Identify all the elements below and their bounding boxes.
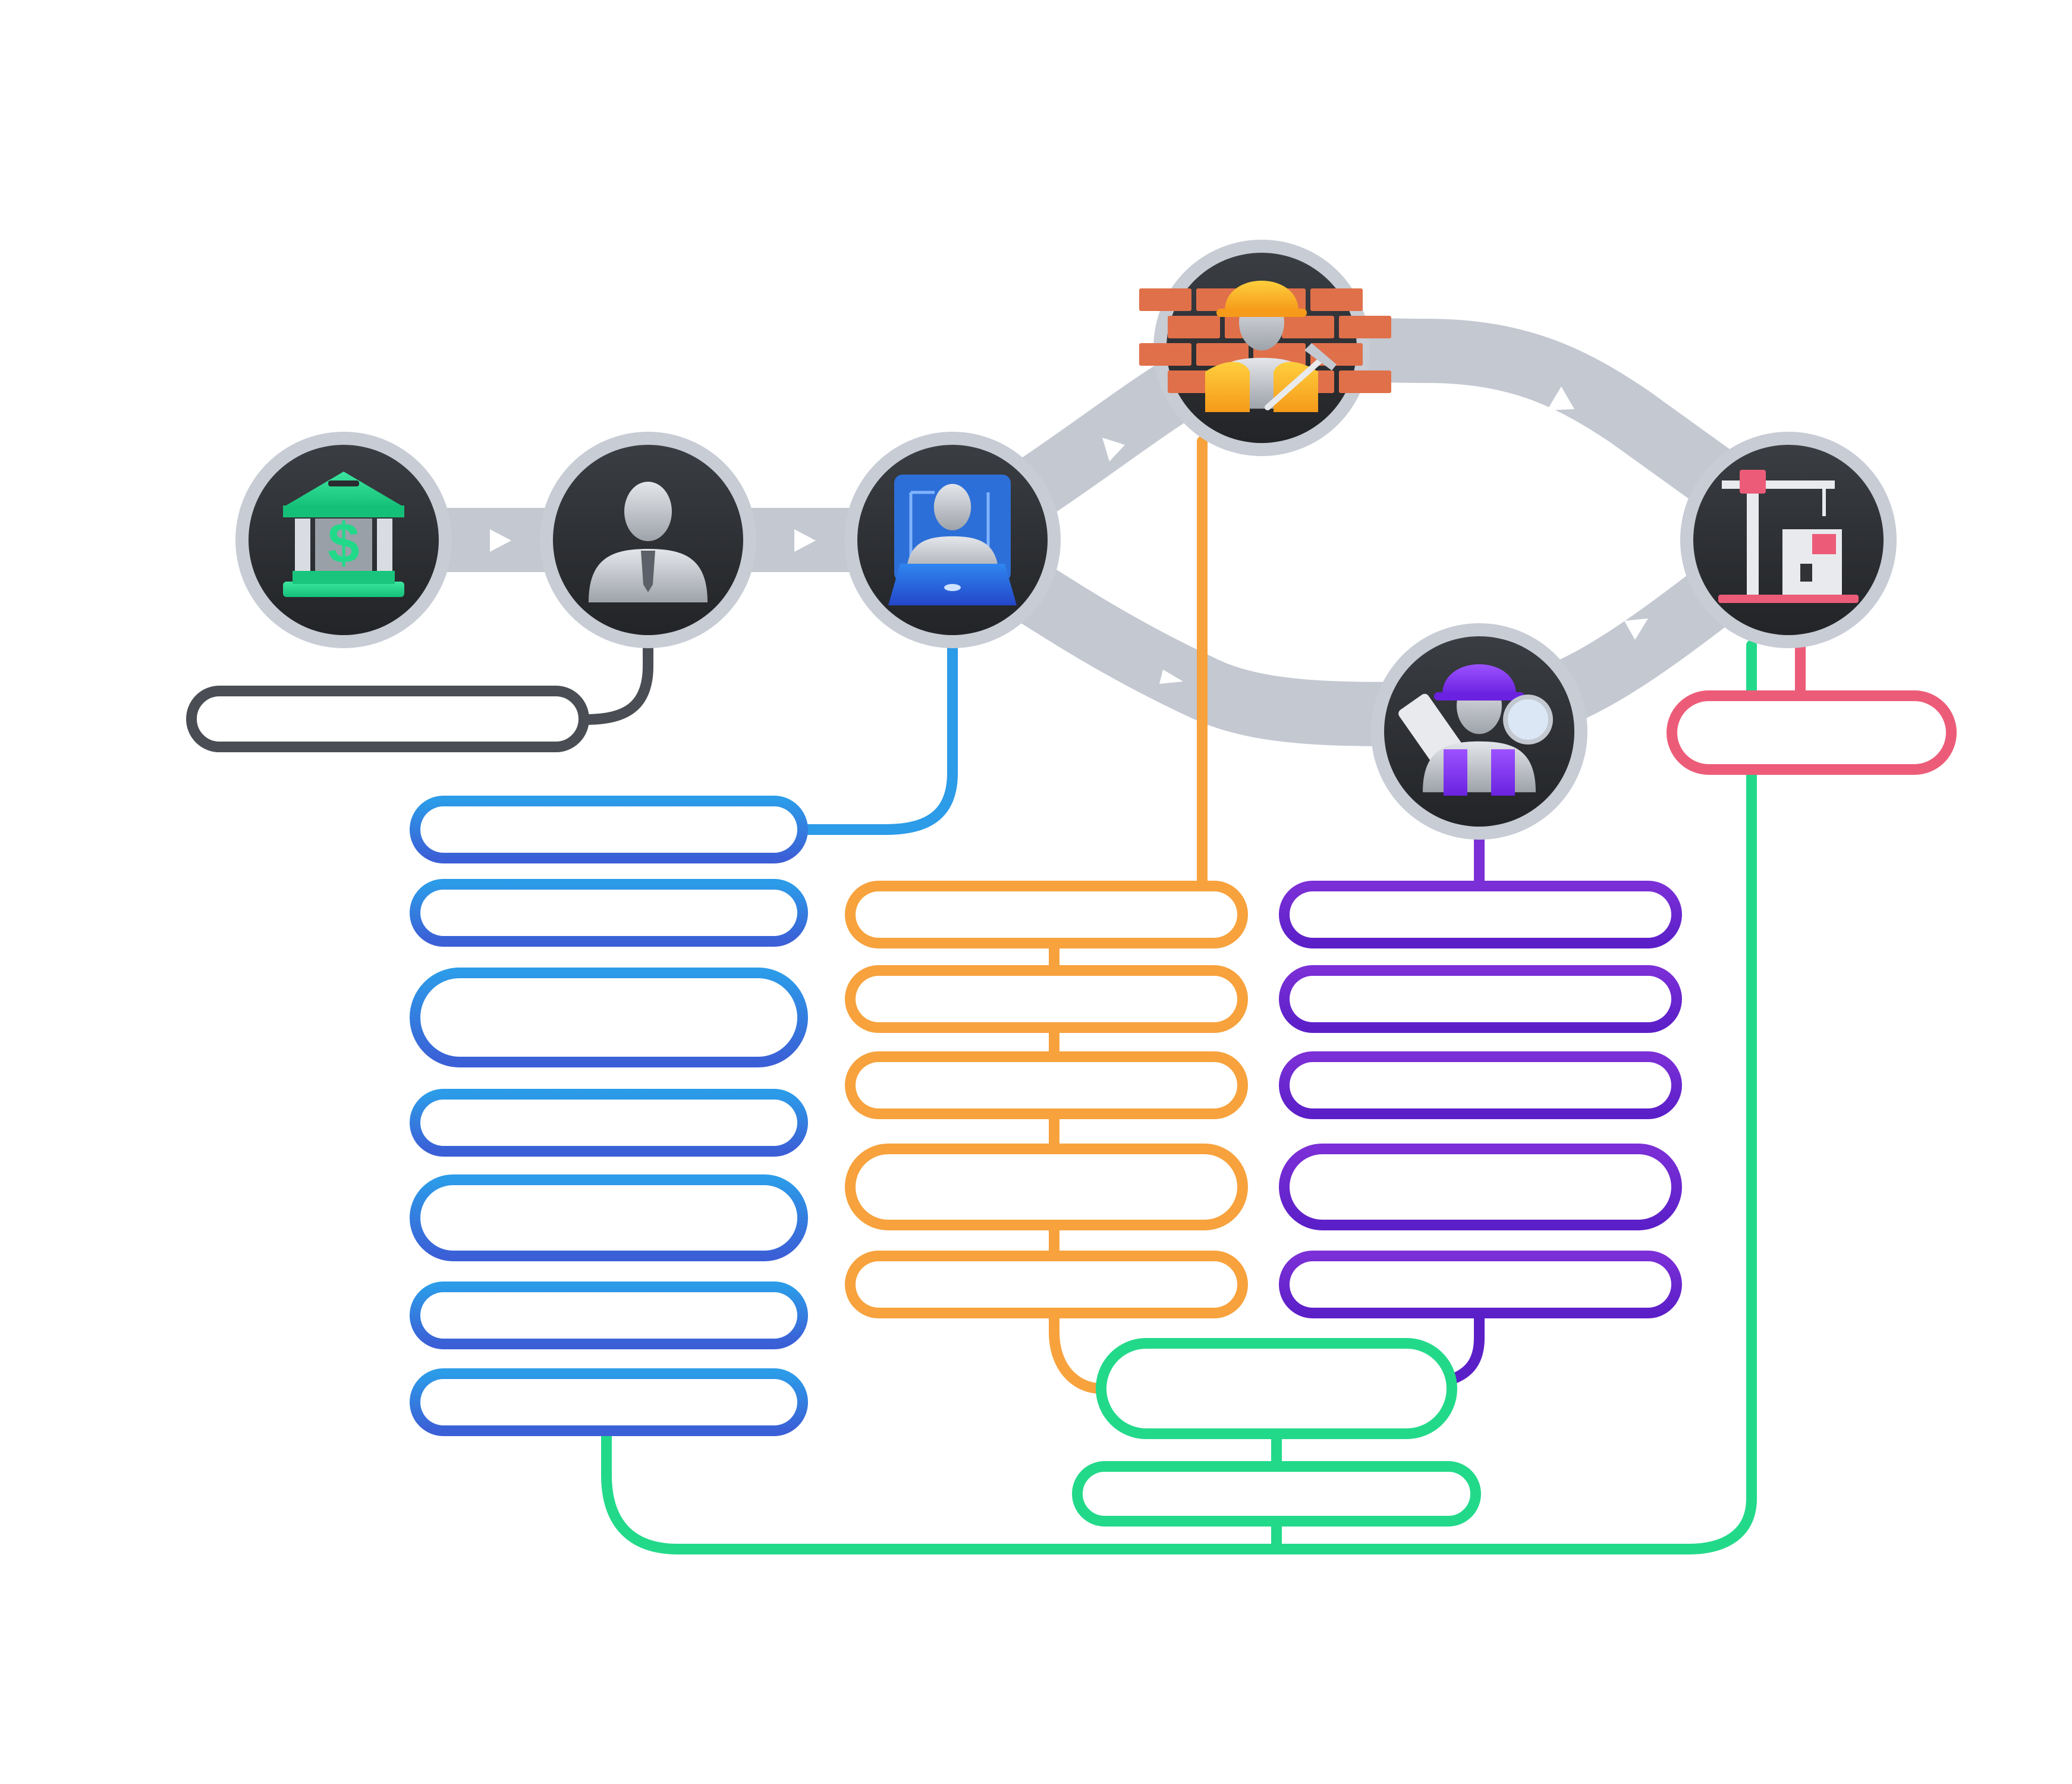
crane-cab bbox=[1740, 470, 1766, 494]
businessman-icon bbox=[589, 482, 708, 602]
tie bbox=[641, 551, 655, 592]
final-list-item bbox=[1096, 1338, 1457, 1439]
architect-list-item bbox=[410, 1174, 808, 1261]
bank-step bbox=[293, 571, 395, 584]
client-text-box bbox=[186, 686, 589, 752]
node-architect[interactable] bbox=[844, 432, 1061, 648]
brick bbox=[1168, 316, 1220, 338]
builder-list-item bbox=[845, 1051, 1248, 1119]
bank-dollar-icon: $ bbox=[283, 472, 404, 597]
brick bbox=[1339, 370, 1391, 393]
connector-client bbox=[580, 637, 653, 725]
connector-purple-green bbox=[1445, 1303, 1485, 1385]
magnifier-lens bbox=[1503, 695, 1553, 745]
brick bbox=[1339, 316, 1391, 338]
inspector-list-item bbox=[1279, 1051, 1682, 1119]
safety-vest-left bbox=[1205, 362, 1250, 412]
client-box-group bbox=[186, 686, 589, 752]
architect-list-item bbox=[410, 1089, 808, 1157]
hammer-handle bbox=[1265, 357, 1324, 410]
architect-list bbox=[410, 796, 808, 1436]
node-inspector[interactable] bbox=[1371, 623, 1587, 840]
brick bbox=[1139, 343, 1191, 366]
connectors bbox=[580, 436, 1806, 1554]
bank-beam bbox=[283, 505, 404, 517]
arrow-up-right bbox=[1547, 387, 1574, 410]
builder-list-item bbox=[845, 881, 1248, 948]
inspector-list-item bbox=[1279, 965, 1682, 1033]
bank-pillar bbox=[295, 519, 310, 571]
connector-architect bbox=[798, 642, 958, 835]
brick bbox=[1139, 288, 1191, 311]
inspector-list-item bbox=[1279, 1251, 1682, 1318]
laptop-logo bbox=[944, 584, 961, 591]
architect-list-item bbox=[410, 1282, 808, 1349]
ground-line bbox=[1718, 595, 1859, 603]
bank-base bbox=[283, 582, 404, 597]
track-lower-branch bbox=[920, 508, 1810, 746]
connector-orange-green bbox=[1049, 1303, 1106, 1394]
final-list-item bbox=[1072, 1461, 1481, 1527]
inspector-vest bbox=[1444, 749, 1515, 796]
node-client[interactable] bbox=[540, 432, 756, 648]
arrow-up-left bbox=[1102, 438, 1125, 461]
construction-worker-icon bbox=[1139, 281, 1391, 412]
brick bbox=[1196, 343, 1249, 366]
architect-list-item bbox=[410, 968, 808, 1067]
inspector-list-item bbox=[1279, 881, 1682, 948]
hard-hat-purple bbox=[1442, 664, 1516, 695]
arrow-down-left bbox=[1159, 670, 1183, 684]
text-box-groups bbox=[186, 686, 1957, 1527]
builder-list-item bbox=[845, 1144, 1248, 1230]
site-text-box bbox=[1667, 690, 1957, 775]
bank-roof bbox=[283, 472, 404, 507]
construction-crane-icon bbox=[1718, 470, 1859, 603]
head bbox=[624, 482, 672, 541]
connector-site-green bbox=[601, 640, 1757, 1554]
builder-list-item bbox=[845, 1251, 1248, 1318]
dollar-sign-glyph: $ bbox=[328, 511, 359, 575]
bank-slot bbox=[328, 480, 359, 486]
hard-hat-brim bbox=[1434, 692, 1524, 701]
builder-list bbox=[845, 881, 1248, 1318]
arrow-down-right bbox=[1624, 618, 1648, 640]
site-box-group bbox=[1667, 690, 1957, 775]
arrow-right-1 bbox=[490, 529, 511, 552]
brick bbox=[1282, 316, 1334, 338]
bank-pillar bbox=[377, 519, 392, 571]
architect-list-item bbox=[410, 796, 808, 863]
final-list bbox=[1072, 1338, 1481, 1527]
building-door bbox=[1800, 564, 1812, 582]
arrow-right-2 bbox=[794, 529, 816, 552]
hammer-head bbox=[1304, 343, 1337, 370]
bank-wall bbox=[315, 519, 372, 571]
track-arrows bbox=[490, 387, 1648, 684]
building-window bbox=[1812, 534, 1836, 554]
inspector-worker-icon bbox=[1398, 664, 1553, 796]
architect-list-item bbox=[410, 1368, 808, 1436]
hard-hat bbox=[1225, 281, 1298, 311]
architect-list-item bbox=[410, 879, 808, 947]
inspector-list-item bbox=[1279, 1144, 1682, 1230]
architect-laptop-icon bbox=[888, 475, 1017, 605]
inspector-list bbox=[1279, 881, 1682, 1318]
crane-mast bbox=[1747, 486, 1759, 599]
builder-list-item bbox=[845, 965, 1248, 1033]
head bbox=[933, 483, 971, 530]
node-site[interactable] bbox=[1680, 432, 1897, 648]
brick bbox=[1310, 288, 1363, 311]
node-bank[interactable]: $ bbox=[235, 432, 452, 648]
process-nodes: $ bbox=[235, 240, 1897, 840]
crane-jib bbox=[1722, 480, 1835, 489]
hard-hat-brim bbox=[1216, 309, 1307, 317]
node-builder[interactable] bbox=[1139, 240, 1391, 456]
